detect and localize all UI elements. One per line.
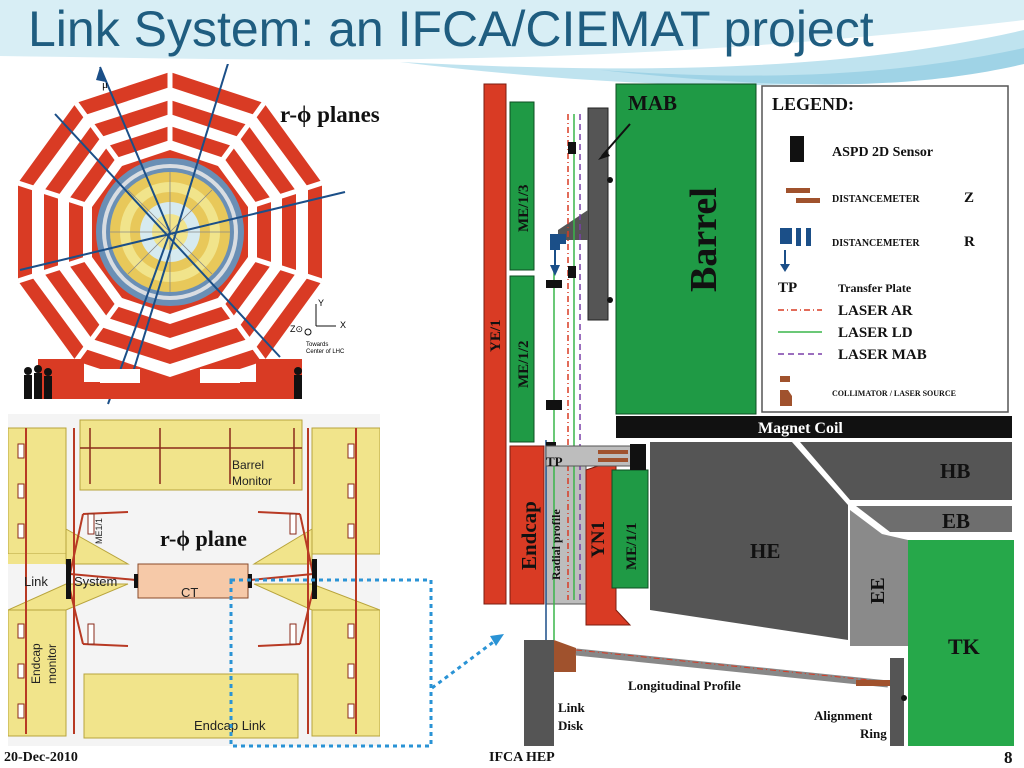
coordinate-axes-icon [304,304,336,336]
link-label: Link [24,574,48,589]
legend-sensor: ASPD 2D Sensor [832,145,933,160]
distancemeter-z-icon [786,188,820,203]
slide-organization: IFCA HEP [489,750,555,765]
alignment-ring-label-1: Alignment [814,708,873,723]
legend-laser-ar: LASER AR [838,303,913,319]
link-disk-label-2: Disk [558,718,584,733]
sensor-icon [790,136,804,162]
link-schematic-panel: YE/1 ME/1/3 ME/1/2 Endcap Radial profile… [480,80,1016,750]
radial-profile-label: Radial profile [549,509,563,580]
legend-laser-ld: LASER LD [838,325,913,341]
ee-label: EE [867,577,889,604]
legend-laser-mab: LASER MAB [838,347,927,363]
endcap-monitor-label-2: monitor [45,644,59,684]
slide-date: 20-Dec-2010 [4,750,78,765]
y-axis-label: Y [318,298,324,308]
barrel-monitor-label-2: Monitor [232,474,272,488]
me13-label: ME/1/3 [516,185,532,233]
tp-label: TP [546,454,563,469]
zoom-arrow-head-icon [490,634,504,646]
tk-block [908,540,1014,746]
ee-block [850,510,908,646]
legend-dist-r-axis: R [964,234,975,250]
towards-label: Towards [306,342,328,348]
me12-block [509,275,535,443]
z-axis-label: Z⊙ [290,324,303,334]
slide-page-number: 8 [1004,748,1013,767]
me11-block [611,469,649,589]
alignment-ring-block [890,658,904,746]
slide-title: Link System: an IFCA/CIEMAT project [28,1,874,57]
center-of-lhc-label: Center of LHC [306,349,345,355]
r-phi-planes-label: r-ϕ planes [280,102,380,127]
ye1-block [483,83,507,605]
legend-dist-r: DISTANCEMETER [832,238,920,249]
endcap-monitor-label-1: Endcap [29,643,43,684]
me11-label: ME/1/1 [624,523,640,571]
mab-label: MAB [628,91,677,115]
zoom-region-box [229,578,433,748]
link-schematic-drawing: YE/1 ME/1/3 ME/1/2 Endcap Radial profile… [483,83,1014,746]
barrel-block [615,83,757,415]
legend-transfer-plate: Transfer Plate [838,281,912,295]
cms-cross-section-drawing: μ Y X Z⊙ Towards Center of LHC [17,56,346,405]
ye1-label: YE/1 [488,319,504,352]
legend-title: LEGEND: [772,94,854,114]
magnet-coil-label: Magnet Coil [758,420,843,437]
magnet-coil-bar [616,416,1012,438]
he-block [650,442,848,640]
alignment-ring-label-2: Ring [860,726,887,741]
barrel-monitor-label-1: Barrel [232,458,264,472]
eb-label: EB [942,509,970,533]
people-silhouettes-icon [24,365,302,399]
system-label: System [74,574,117,589]
me13-block [509,101,535,271]
background-swoosh [0,0,1024,86]
link-disk-block [524,640,554,746]
ct-label: CT [181,585,198,600]
legend-collimator: COLLIMATOR / LASER SOURCE [832,389,956,398]
me11-label: ME1/1 [94,518,104,544]
longitudinal-profile-bar [575,648,889,688]
mab-pointer [601,123,631,157]
he-label: HE [750,539,780,563]
r-phi-plane-label: r-ϕ plane [160,526,247,551]
distancemeter-r-icon [780,228,811,246]
mab-column [587,107,609,321]
legend-dist-z: DISTANCEMETER [832,194,920,205]
hb-label: HB [940,459,970,483]
tk-label: TK [948,634,980,659]
x-axis-label: X [340,320,346,330]
endcap-label: Endcap [517,501,541,570]
yn1-label: YN1 [588,521,609,558]
hb-block [800,442,1012,500]
arrow-down-icon [780,250,790,272]
zoom-arrow [431,638,497,690]
legend-dist-z-axis: Z [964,190,974,206]
legend-box: LEGEND: ASPD 2D Sensor DISTANCEMETER Z D… [761,85,1009,413]
me12-label: ME/1/2 [516,341,532,389]
collimator-icon [554,640,576,672]
cms-cross-section-panel: μ Y X Z⊙ Towards Center of LHC r-ϕ plane… [10,56,380,409]
link-disk-label-1: Link [558,700,586,715]
mu-axis-label: μ [102,79,108,91]
longitudinal-profile-label: Longitudinal Profile [628,678,741,693]
collimator-laser-icon [780,376,792,406]
legend-tp: TP [778,280,797,296]
eb-block [856,506,1012,532]
barrel-label: Barrel [683,187,725,292]
endcap-block [509,445,545,605]
